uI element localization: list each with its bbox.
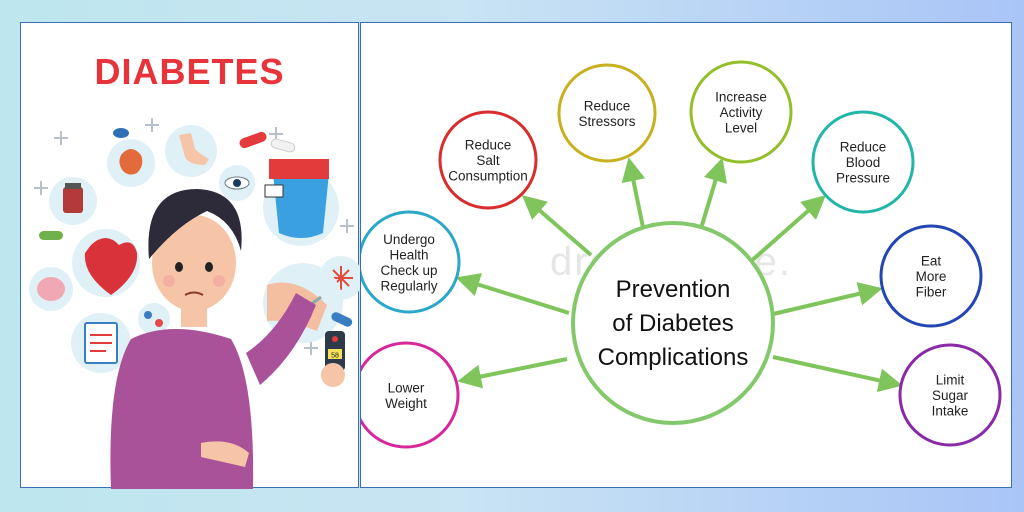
- pills-icon: [138, 303, 170, 335]
- node-label-reduce-salt: Salt: [476, 153, 500, 168]
- center-ring: [571, 221, 775, 425]
- illustration-panel: DIABETES: [20, 22, 360, 489]
- arrow-reduce-salt: [521, 195, 593, 257]
- node-label-increase-activity: Increase: [715, 90, 767, 105]
- node-label-eat-fiber: More: [916, 269, 947, 284]
- center-label: Complications: [598, 344, 749, 371]
- node-label-limit-sugar: Sugar: [932, 388, 969, 403]
- patient-illustration: 58: [29, 118, 360, 489]
- node-label-limit-sugar: Intake: [932, 404, 969, 419]
- node-ring-reduce-bp: [811, 110, 915, 214]
- arrow-increase-activity: [697, 157, 728, 236]
- node-label-health-checkup: Regularly: [380, 278, 437, 293]
- node-label-health-checkup: Undergo: [383, 232, 435, 247]
- node-label-limit-sugar: Limit: [936, 373, 965, 388]
- node-label-reduce-stressors: Stressors: [578, 114, 635, 129]
- arrow-limit-sugar: [772, 355, 903, 393]
- node-label-reduce-bp: Pressure: [836, 171, 890, 186]
- node-ring-lower-weight: [361, 341, 460, 449]
- node-label-reduce-bp: Blood: [846, 155, 881, 170]
- node-ring-reduce-salt: [438, 110, 538, 210]
- node-label-eat-fiber: Fiber: [916, 285, 947, 300]
- prevention-diagram-panel: dreamstime. LowerWeightUndergoHealthChec…: [360, 22, 1012, 488]
- node-label-health-checkup: Check up: [380, 263, 437, 278]
- node-ring-health-checkup: [361, 210, 461, 314]
- node-ring-increase-activity: [689, 60, 793, 164]
- glucometer-reading: 58: [331, 353, 339, 360]
- node-label-eat-fiber: Eat: [921, 254, 942, 269]
- node-label-reduce-bp: Reduce: [840, 140, 887, 155]
- node-label-lower-weight: Lower: [388, 380, 425, 395]
- prevention-diagram: dreamstime. LowerWeightUndergoHealthChec…: [361, 60, 1002, 449]
- node-label-reduce-salt: Reduce: [465, 138, 512, 153]
- node-label-health-checkup: Health: [389, 247, 428, 262]
- node-ring-limit-sugar: [898, 343, 1002, 447]
- arrow-health-checkup: [455, 273, 570, 315]
- arrow-lower-weight: [457, 357, 568, 389]
- diabetes-title: DIABETES: [94, 51, 285, 92]
- node-ring-eat-fiber: [879, 224, 983, 328]
- center-label: of Diabetes: [612, 310, 733, 337]
- node-label-reduce-stressors: Reduce: [584, 98, 631, 113]
- center-label: Prevention: [616, 276, 731, 303]
- arrow-reduce-bp: [747, 195, 826, 265]
- node-label-lower-weight: Weight: [385, 396, 427, 411]
- patient-figure: 58: [110, 189, 345, 489]
- node-label-increase-activity: Activity: [720, 105, 763, 120]
- node-label-reduce-salt: Consumption: [448, 169, 528, 184]
- node-label-increase-activity: Level: [725, 121, 757, 136]
- arrow-eat-fiber: [768, 282, 883, 317]
- node-ring-reduce-stressors: [557, 63, 657, 163]
